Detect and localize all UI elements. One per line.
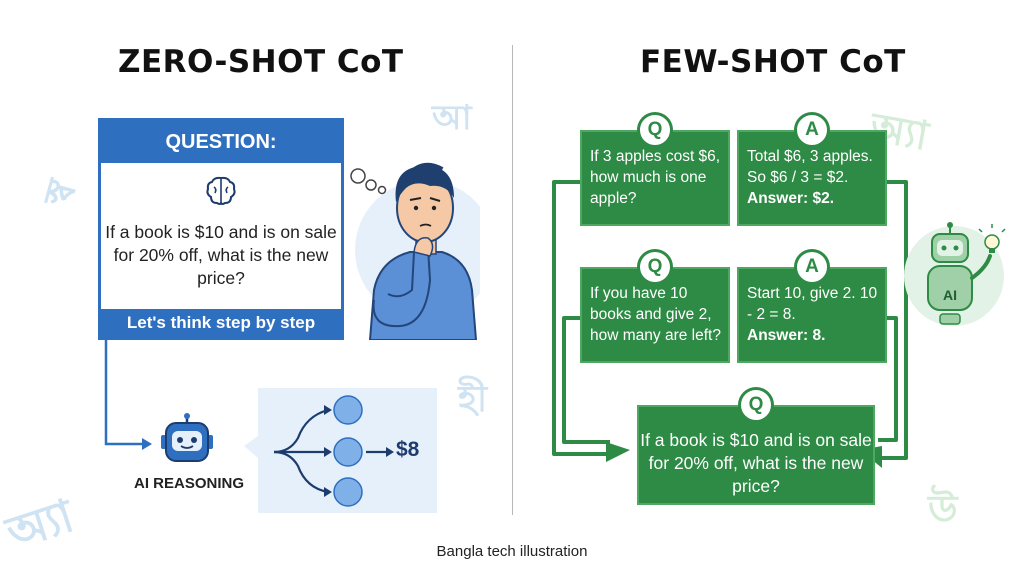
ai-reasoning-label: AI REASONING bbox=[133, 475, 244, 492]
example-2-answer-value: Answer: 8. bbox=[747, 327, 826, 344]
example-2-a-badge: A bbox=[794, 249, 830, 285]
reasoning-node-1 bbox=[333, 395, 363, 425]
deco-glyph-hi: হী bbox=[458, 379, 488, 420]
reasoning-panel bbox=[244, 388, 437, 513]
brain-icon bbox=[206, 176, 236, 205]
deco-glyph-aa: আ bbox=[432, 98, 472, 138]
reasoning-node-2 bbox=[333, 437, 363, 467]
robot-icon bbox=[161, 413, 213, 462]
connector-arrow bbox=[104, 338, 152, 450]
final-question-text: If a book is $10 and is on sale for 20% … bbox=[640, 430, 872, 496]
deco-glyph-swa: স্ব bbox=[35, 175, 87, 211]
caption: Bangla tech illustration bbox=[436, 543, 588, 560]
example-1-answer-value: Answer: $2. bbox=[747, 190, 835, 207]
example-2-question-text: If you have 10 books and give 2, how man… bbox=[590, 285, 721, 344]
question-header: QUESTION: bbox=[101, 121, 341, 163]
example-1-answer-text: Total $6, 3 apples. So $6 / 3 = $2. bbox=[747, 148, 873, 186]
example-1-question-text: If 3 apples cost $6, how much is one app… bbox=[590, 148, 721, 207]
step-by-step-prompt: Let's think step by step bbox=[101, 309, 341, 337]
reasoning-node-3 bbox=[333, 477, 363, 507]
example-1-q-badge: Q bbox=[637, 112, 673, 148]
robot-ai-icon bbox=[904, 222, 1006, 326]
robot-ai-label: AI bbox=[943, 287, 957, 303]
deco-glyph-u: উ bbox=[928, 487, 958, 531]
final-q-badge: Q bbox=[738, 387, 774, 423]
deco-glyph-ya-left: অ্যা bbox=[0, 488, 81, 561]
example-2-answer-text: Start 10, give 2. 10 - 2 = 8. bbox=[747, 285, 878, 323]
thinking-person bbox=[350, 162, 480, 340]
reasoning-result: $8 bbox=[396, 438, 420, 461]
question-text: If a book is $10 and is on sale for 20% … bbox=[105, 222, 337, 288]
zero-shot-title: ZERO-SHOT CoT bbox=[118, 44, 404, 80]
question-card: QUESTION: If a book is $10 and is on sal… bbox=[98, 118, 344, 340]
example-2-q-badge: Q bbox=[637, 249, 673, 285]
lightbulb-icon bbox=[978, 224, 1006, 253]
divider bbox=[512, 45, 513, 515]
few-shot-title: FEW-SHOT CoT bbox=[640, 44, 906, 80]
thought-bubble-icon bbox=[350, 168, 366, 184]
example-1-a-badge: A bbox=[794, 112, 830, 148]
